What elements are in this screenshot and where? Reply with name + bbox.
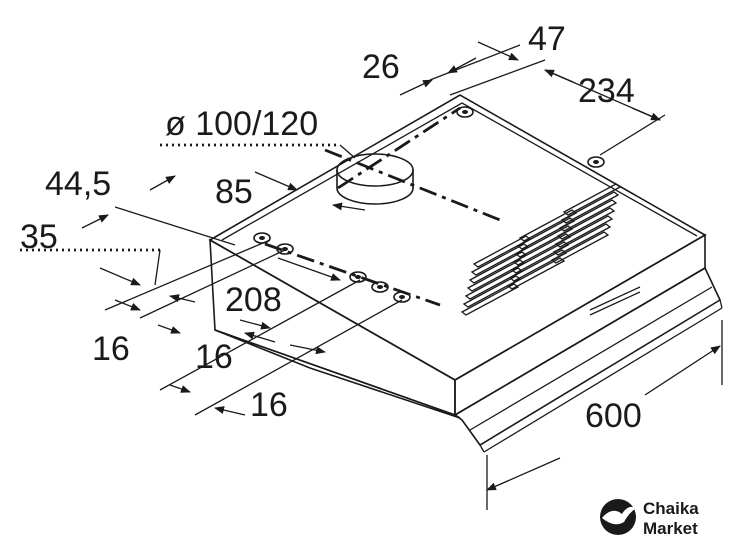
visor-bottom <box>483 307 723 453</box>
visor-corner <box>479 444 485 453</box>
diameter-leader-tail <box>339 144 356 159</box>
dim-35-arrow-2 <box>99 267 141 286</box>
label-600: 600 <box>585 397 642 435</box>
ext-234 <box>599 114 666 156</box>
brand-logo: Chaika Market <box>600 499 699 538</box>
dim-26-arrow-left <box>399 79 433 96</box>
vent-grille <box>460 183 622 316</box>
center-line-3 <box>264 242 441 307</box>
dim-16a-arrow-2 <box>169 294 196 303</box>
hole-7 <box>393 291 411 303</box>
dimension-labels: 47 26 234 ø 100/120 44,5 85 35 208 16 16… <box>20 20 642 435</box>
label-16-c: 16 <box>250 386 288 424</box>
label-234: 234 <box>578 72 635 110</box>
ext-left-4 <box>194 299 403 416</box>
control-strip <box>589 286 641 311</box>
hood-body <box>208 94 723 453</box>
label-44-5: 44,5 <box>45 165 111 203</box>
vent-slot <box>550 231 610 264</box>
dim-35-arrow <box>81 214 109 229</box>
dim-35-tail <box>154 249 161 286</box>
label-16-b: 16 <box>195 338 233 376</box>
dim-16c-arrow <box>169 384 191 393</box>
dim-208-arrow-2 <box>239 319 271 330</box>
vent-slot <box>554 215 614 248</box>
dim-208-arrow <box>277 257 341 281</box>
label-diameter: ø 100/120 <box>165 105 318 143</box>
label-16-a: 16 <box>92 330 130 368</box>
vent-slot <box>460 283 520 316</box>
vent-slot <box>558 199 618 232</box>
brand-line-2: Market <box>643 519 698 538</box>
dim-600-arrow-r <box>644 345 721 396</box>
dim-26-arrow-right <box>447 57 477 74</box>
dim-208-arrow-3 <box>289 344 326 355</box>
hole-6 <box>371 281 389 293</box>
dim-600-arrow-l <box>486 457 561 491</box>
duct-side <box>336 170 414 205</box>
dim-234-arrow-l <box>544 69 574 83</box>
ext-47-a <box>429 44 521 81</box>
control-strip-2 <box>589 291 641 316</box>
dim-234-arrow-r <box>631 107 661 121</box>
ext-left-3 <box>159 279 361 391</box>
label-208: 208 <box>225 281 282 319</box>
hood-right-face <box>454 233 706 417</box>
vent-slot <box>562 183 622 216</box>
hole-5 <box>349 271 367 283</box>
label-26: 26 <box>362 48 400 86</box>
ext-47-b <box>449 59 546 96</box>
ext-44-5 <box>114 206 236 246</box>
dim-47-arrow <box>477 41 519 61</box>
vent-slot <box>556 207 616 240</box>
brand-line-1: Chaika <box>643 499 699 518</box>
vent-slot <box>506 257 566 290</box>
visor-edge <box>469 286 713 431</box>
mounting-holes <box>253 106 605 303</box>
duct-collar <box>336 153 414 205</box>
dim-16b-arrow <box>157 324 181 334</box>
center-line-2 <box>337 106 461 190</box>
ext-left-1 <box>104 239 271 311</box>
visor-corner-r <box>719 299 723 309</box>
dim-16c-arrow-2 <box>214 406 246 416</box>
top-rim <box>221 102 698 241</box>
center-line-1 <box>324 148 501 222</box>
vent-slot <box>560 191 620 224</box>
vent-slot <box>552 223 612 256</box>
dim-85-arrow <box>254 171 298 191</box>
dim-85-arrow-2 <box>332 202 366 211</box>
dimension-lines <box>20 41 723 510</box>
dim-16b-arrow-2 <box>244 331 276 343</box>
label-85: 85 <box>215 173 253 211</box>
hood-visor <box>453 266 722 447</box>
dim-16a-arrow <box>114 299 141 311</box>
hole-2 <box>587 156 605 168</box>
label-47: 47 <box>528 20 566 58</box>
hole-1 <box>456 106 474 118</box>
dim-44-5-arrow <box>149 175 176 191</box>
ext-left-2 <box>139 249 286 319</box>
label-35: 35 <box>20 218 58 256</box>
center-lines <box>264 106 501 307</box>
